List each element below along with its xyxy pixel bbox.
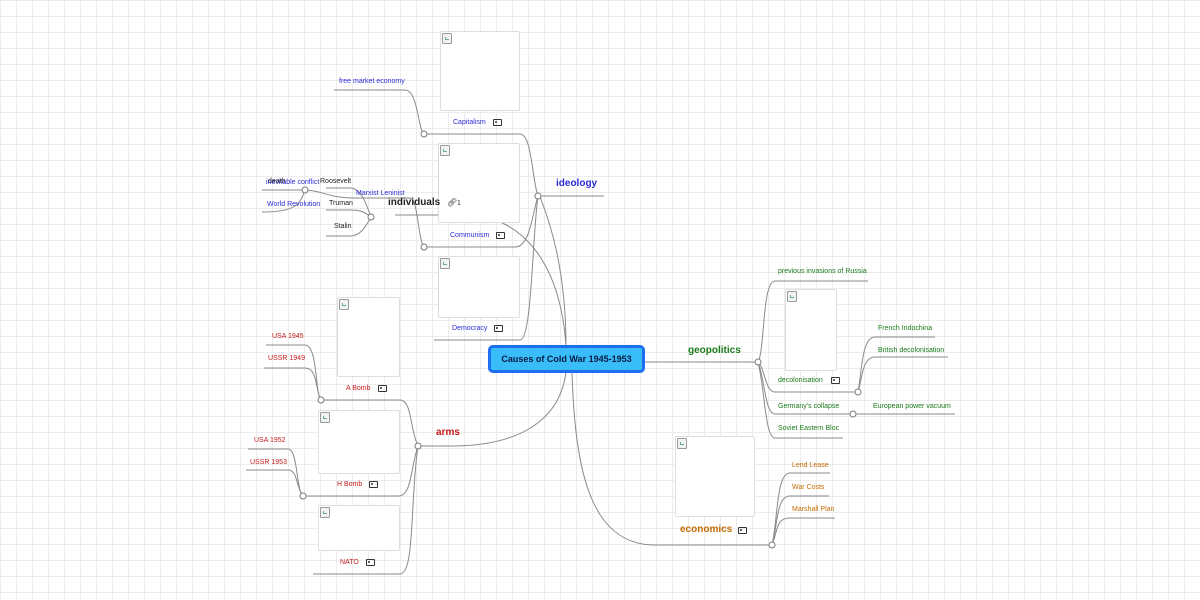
topic-stalin[interactable]: Stalin [334,223,352,230]
topic-communism[interactable]: Communism [450,232,490,239]
link-count: 1 [457,200,461,207]
communism-image[interactable] [438,143,520,223]
image-icon[interactable] [378,385,387,392]
economics-image[interactable] [675,436,755,517]
topic-usa-1945[interactable]: USA 1945 [272,333,304,340]
topic-french-indochina[interactable]: French Indochina [878,325,933,332]
image-icon[interactable] [494,325,503,332]
topic-democracy[interactable]: Democracy [452,325,488,332]
decolonisation-image[interactable] [785,289,837,371]
branch-geopolitics[interactable]: geopolitics [688,345,741,356]
topic-british-decolonisation[interactable]: British decolonisation [878,347,945,354]
image-icon[interactable] [366,559,375,566]
image-icon[interactable] [831,377,840,384]
broken-image-icon [339,299,349,310]
topic-war-costs[interactable]: War Costs [792,484,825,491]
topic-inevitable-conflict[interactable]: inevitable conflict [266,179,320,186]
broken-image-icon [320,507,330,518]
capitalism-image[interactable] [440,31,520,111]
topic-roosevelt[interactable]: Roosevelt [320,178,352,185]
nato-image[interactable] [318,505,400,551]
branch-ideology[interactable]: ideology [556,178,597,190]
topic-germanys-collapse[interactable]: Germany's collapse [778,403,840,410]
ideology-label: ideology [556,178,598,189]
topic-nato[interactable]: NATO [340,559,359,566]
topic-capitalism[interactable]: Capitalism [453,119,486,126]
root-topic[interactable]: Causes of Cold War 1945-1953 [488,345,645,373]
topic-european-power-vacuum[interactable]: European power vacuum [873,403,951,410]
broken-image-icon [440,145,450,156]
topic-marxist-leninist[interactable]: Marxist Leninist [356,190,405,197]
topic-marshall-plan[interactable]: Marshall Plan [792,506,835,513]
broken-image-icon [442,33,452,44]
broken-image-icon [440,258,450,269]
topic-ussr-1949[interactable]: USSR 1949 [268,355,305,362]
topic-lend-lease[interactable]: Lend Lease [792,462,829,469]
topic-truman[interactable]: Truman [329,200,353,207]
topic-usa-1952[interactable]: USA 1952 [254,437,286,444]
topic-decolonisation[interactable]: decolonisation [778,377,823,384]
broken-image-icon [787,291,797,302]
topic-a-bomb[interactable]: A Bomb [346,385,371,392]
topic-world-revolution[interactable]: World Revolution [267,201,321,208]
broken-image-icon [320,412,330,423]
a-bomb-image[interactable] [337,297,400,377]
image-icon[interactable] [738,527,747,534]
link-icon[interactable]: 🔗︎ [447,198,458,207]
branch-economics[interactable]: economics [680,524,733,535]
image-icon[interactable] [493,119,502,126]
topic-soviet-eastern-bloc[interactable]: Soviet Eastern Bloc [778,425,840,432]
broken-image-icon [677,438,687,449]
topic-free-market-economy[interactable]: free market economy [339,78,405,85]
branch-individuals[interactable]: individuals [388,197,441,208]
topic-previous-invasions[interactable]: previous invasions of Russia [778,268,867,275]
h-bomb-image[interactable] [318,410,400,474]
branch-arms[interactable]: arms [436,427,460,438]
democracy-image[interactable] [438,256,520,318]
image-icon[interactable] [496,232,505,239]
topic-ussr-1953[interactable]: USSR 1953 [250,459,287,466]
image-icon[interactable] [369,481,378,488]
topic-death[interactable]: death [268,178,286,185]
topic-h-bomb[interactable]: H Bomb [337,481,363,488]
